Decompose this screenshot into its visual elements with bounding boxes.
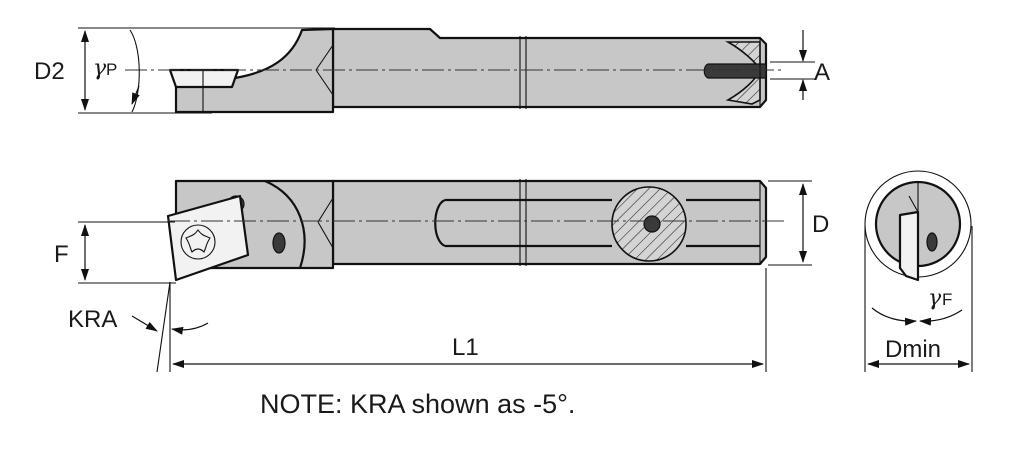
kra-arrow-right bbox=[171, 322, 209, 335]
gamma-f-greek: γ bbox=[928, 286, 942, 311]
top-view: F D KRA L1 bbox=[54, 179, 829, 373]
torx-recess-icon bbox=[185, 229, 211, 253]
gamma-p-sub: P bbox=[106, 60, 117, 79]
neck-chamfer-lines bbox=[315, 44, 334, 96]
kra-reference-line bbox=[156, 281, 171, 373]
insert-screw bbox=[180, 224, 216, 260]
flat-groove-rear bbox=[686, 198, 760, 248]
gamma-p-arc bbox=[129, 29, 140, 113]
gamma-f-sub: F bbox=[942, 290, 952, 309]
shank-top-outline bbox=[331, 179, 768, 266]
gamma-p-greek: γ bbox=[93, 56, 107, 81]
dmin-label: Dmin bbox=[885, 336, 941, 363]
insert-top bbox=[166, 194, 250, 282]
pocket-curve bbox=[264, 179, 306, 269]
coolant-bore-side bbox=[703, 63, 767, 79]
kra-arrow-left bbox=[131, 315, 158, 332]
side-view: D2 γ P A bbox=[34, 27, 830, 114]
coolant-outlet-top bbox=[272, 232, 286, 254]
end-view-coolant-hole bbox=[926, 232, 938, 252]
kra-note: NOTE: KRA shown as -5°. bbox=[260, 389, 575, 419]
cross-section-bore bbox=[643, 215, 661, 233]
break-lines-top bbox=[519, 179, 527, 266]
l1-label: L1 bbox=[452, 334, 479, 361]
end-view: γ F Dmin bbox=[864, 170, 973, 372]
d2-label: D2 bbox=[34, 58, 65, 85]
gamma-f-arrow-left bbox=[871, 307, 917, 326]
shank-side-outline bbox=[331, 27, 768, 109]
f-label: F bbox=[54, 241, 69, 268]
kra-label: KRA bbox=[68, 306, 117, 333]
gamma-f-arrow-right bbox=[919, 309, 963, 326]
a-label: A bbox=[814, 59, 830, 86]
end-view-head-flat bbox=[898, 210, 920, 282]
d-label: D bbox=[812, 211, 829, 238]
end-view-lines bbox=[908, 182, 919, 213]
neck-chamfer-top bbox=[317, 197, 334, 249]
gamma-p-arrow bbox=[131, 85, 140, 105]
insert-side bbox=[168, 68, 240, 89]
flat-groove bbox=[434, 198, 612, 248]
break-lines-side bbox=[519, 36, 527, 109]
